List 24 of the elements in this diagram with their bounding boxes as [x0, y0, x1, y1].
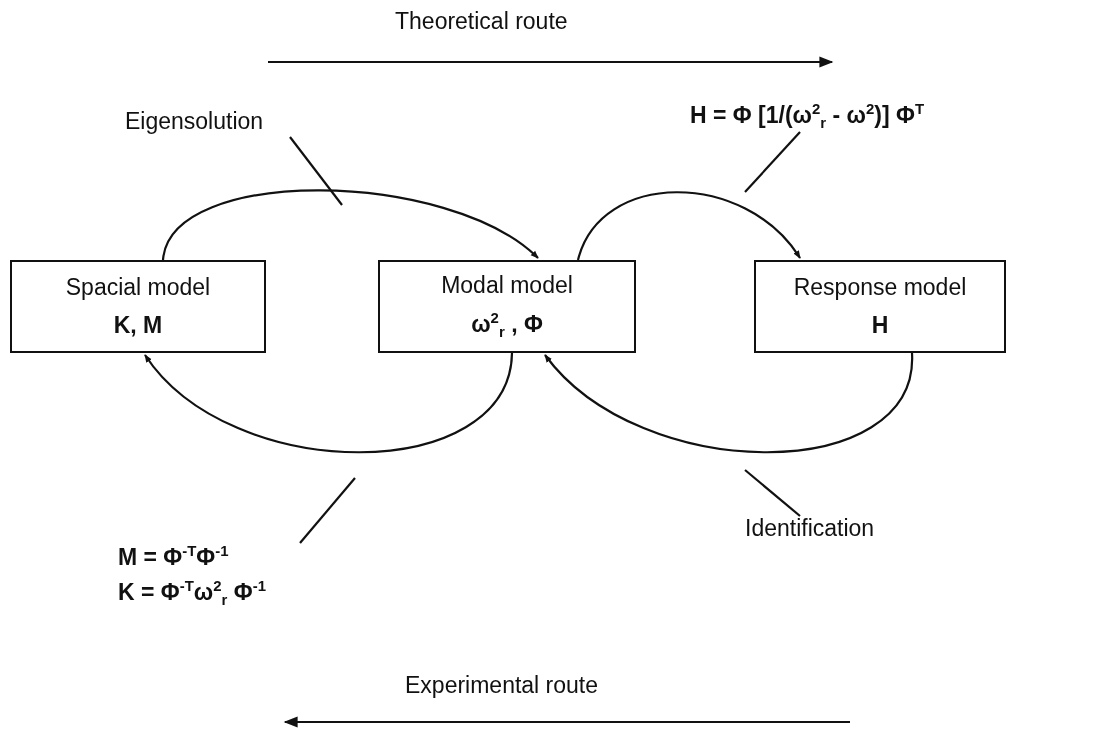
text: Modal model — [441, 271, 573, 300]
curved-arrow — [544, 352, 914, 454]
model-box — [754, 260, 1006, 353]
text: Spacial model — [65, 273, 211, 302]
route-label: Experimental route — [405, 672, 599, 699]
model-box — [10, 260, 266, 353]
text: Identification — [745, 515, 875, 543]
leader-line — [744, 131, 801, 193]
formula: H = Φ [1/(ω$^{2}$$_{r}$ - ω$^{2}$)] Φ$^{T}$ — [690, 100, 925, 133]
curved-arrow — [576, 191, 801, 261]
formula: ω$^{2}$$_{r}$ , Φ — [471, 309, 543, 342]
leader-line — [299, 477, 356, 544]
model-box — [378, 260, 636, 353]
formula: M = Φ$^{-T}$Φ$^{-1}$ — [118, 542, 229, 572]
curved-arrow — [144, 352, 514, 454]
formula: H — [871, 311, 889, 340]
text: Response model — [793, 273, 967, 302]
leader-line — [744, 469, 801, 517]
curved-arrow — [161, 189, 539, 261]
leader-line — [289, 136, 343, 206]
text: Eigensolution — [125, 108, 264, 136]
formula: K, M — [113, 311, 163, 340]
route-label: Theoretical route — [395, 8, 568, 35]
formula: K = Φ$^{-T}$ω$^{2}$$_{r}$ Φ$^{-1}$ — [118, 577, 266, 610]
